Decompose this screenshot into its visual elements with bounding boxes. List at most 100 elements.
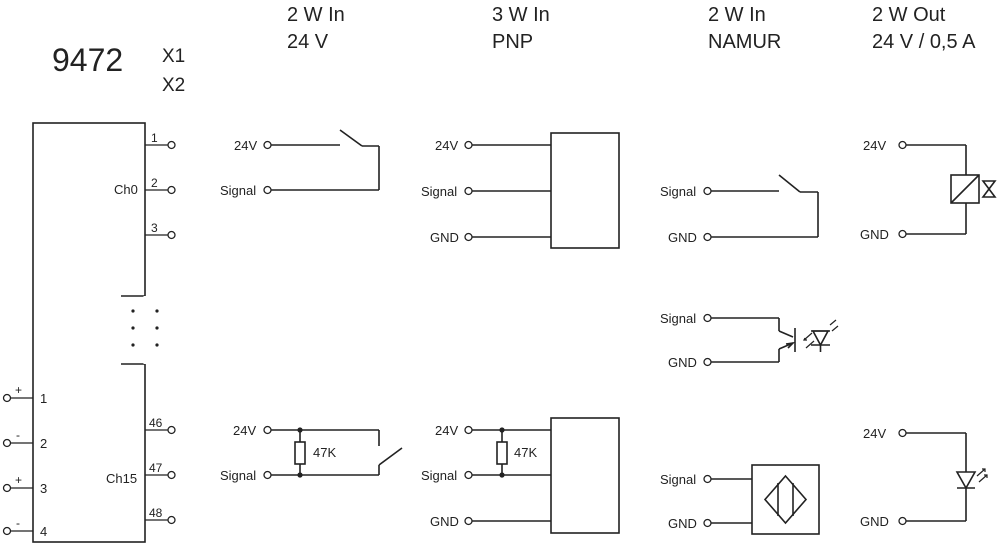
- pin-1: 1: [145, 131, 176, 150]
- label-signal: Signal: [421, 468, 457, 483]
- svg-text:-: -: [16, 428, 20, 442]
- pin-3: 3: [145, 221, 176, 240]
- col1-top-circuit: 24V Signal: [220, 129, 380, 198]
- connector-x2: X2: [162, 75, 185, 96]
- col4-bottom-circuit: 24V GND: [860, 426, 988, 529]
- col2-header-line2: PNP: [492, 31, 533, 53]
- pnp-sensor-box: [550, 132, 620, 249]
- terminal-circle-icon: [464, 470, 473, 480]
- terminal-circle-icon: [464, 516, 473, 526]
- col1-header-line1: 2 W In: [287, 4, 345, 26]
- label-signal: Signal: [660, 472, 696, 487]
- terminal-circle-icon: [167, 470, 176, 480]
- label-gnd: GND: [668, 230, 697, 245]
- resistor-icon: [294, 441, 306, 465]
- resistor-label: 47K: [514, 445, 537, 460]
- supply-pin-3: + 3: [2, 473, 47, 496]
- terminal-circle-icon: [703, 357, 712, 367]
- connector-x1: X1: [162, 46, 185, 67]
- channel-first-label: Ch0: [114, 182, 138, 197]
- channel-last-label: Ch15: [106, 471, 137, 486]
- supply-pin-1: + 1: [2, 383, 47, 406]
- terminal-circle-icon: [2, 438, 12, 448]
- label-24v: 24V: [435, 423, 458, 438]
- svg-text:2: 2: [151, 176, 158, 190]
- inductive-sensor-icon: [751, 464, 820, 535]
- label-gnd: GND: [668, 516, 697, 531]
- label-signal: Signal: [421, 184, 457, 199]
- pin-46: 46: [145, 416, 176, 435]
- label-signal: Signal: [220, 183, 256, 198]
- switch-contact-icon: [778, 174, 801, 193]
- col1-header-line2: 24 V: [287, 31, 329, 53]
- terminal-circle-icon: [703, 518, 712, 528]
- svg-text:47: 47: [149, 461, 163, 475]
- label-signal: Signal: [220, 468, 256, 483]
- valve-icon: [981, 180, 997, 198]
- label-signal: Signal: [660, 184, 696, 199]
- module-continuation: [121, 295, 159, 365]
- col3-header-line1: 2 W In: [708, 4, 766, 26]
- pin-47: 47: [145, 461, 176, 480]
- terminal-circle-icon: [263, 140, 272, 150]
- relay-coil-icon: [950, 174, 980, 204]
- resistor-icon: [496, 441, 508, 465]
- label-gnd: GND: [430, 230, 459, 245]
- label-24v: 24V: [863, 138, 886, 153]
- terminal-circle-icon: [464, 232, 473, 242]
- svg-text:1: 1: [151, 131, 158, 145]
- terminal-circle-icon: [898, 140, 907, 150]
- svg-text:+: +: [15, 473, 22, 487]
- terminal-circle-icon: [2, 483, 12, 493]
- terminal-circle-icon: [2, 393, 12, 403]
- col4-top-circuit: 24V GND: [860, 138, 997, 242]
- svg-text:1: 1: [40, 391, 47, 406]
- switch-contact-icon: [339, 129, 363, 147]
- svg-text:48: 48: [149, 506, 163, 520]
- col3-middle-circuit: Signal GND: [660, 311, 839, 370]
- label-24v: 24V: [435, 138, 458, 153]
- svg-text:3: 3: [40, 481, 47, 496]
- terminal-circle-icon: [167, 140, 176, 150]
- terminal-circle-icon: [898, 229, 907, 239]
- terminal-circle-icon: [263, 425, 272, 435]
- terminal-circle-icon: [464, 425, 473, 435]
- terminal-circle-icon: [2, 526, 12, 536]
- led-icon: [955, 468, 988, 490]
- col2-bottom-circuit: 24V Signal GND 47K: [421, 417, 620, 534]
- module-model: 9472: [52, 42, 123, 78]
- terminal-circle-icon: [167, 425, 176, 435]
- terminal-circle-icon: [464, 186, 473, 196]
- terminal-circle-icon: [263, 470, 272, 480]
- svg-text:3: 3: [151, 221, 158, 235]
- terminal-circle-icon: [167, 230, 176, 240]
- supply-pin-4: - 4: [2, 516, 47, 539]
- terminal-circle-icon: [898, 428, 907, 438]
- col3-header-line2: NAMUR: [708, 31, 781, 53]
- led-icon: [803, 319, 839, 352]
- terminal-circle-icon: [898, 516, 907, 526]
- terminal-circle-icon: [167, 515, 176, 525]
- label-24v: 24V: [863, 426, 886, 441]
- svg-text:-: -: [16, 516, 20, 530]
- label-signal: Signal: [660, 311, 696, 326]
- col1-bottom-circuit: 24V Signal 47K: [220, 423, 403, 483]
- col4-header-line2: 24 V / 0,5 A: [872, 31, 976, 53]
- terminal-circle-icon: [263, 185, 272, 195]
- label-gnd: GND: [860, 514, 889, 529]
- terminal-circle-icon: [703, 232, 712, 242]
- label-24v: 24V: [234, 138, 257, 153]
- terminal-circle-icon: [703, 313, 712, 323]
- label-gnd: GND: [430, 514, 459, 529]
- terminal-circle-icon: [464, 140, 473, 150]
- pin-2: 2: [145, 176, 176, 195]
- col4-header-line1: 2 W Out: [872, 4, 946, 26]
- terminal-circle-icon: [703, 474, 712, 484]
- pnp-sensor-box: [550, 417, 620, 534]
- optocoupler-icon: [778, 328, 796, 352]
- label-gnd: GND: [668, 355, 697, 370]
- switch-contact-icon: [378, 447, 403, 466]
- col3-top-circuit: Signal GND: [660, 174, 819, 245]
- svg-text:4: 4: [40, 524, 47, 539]
